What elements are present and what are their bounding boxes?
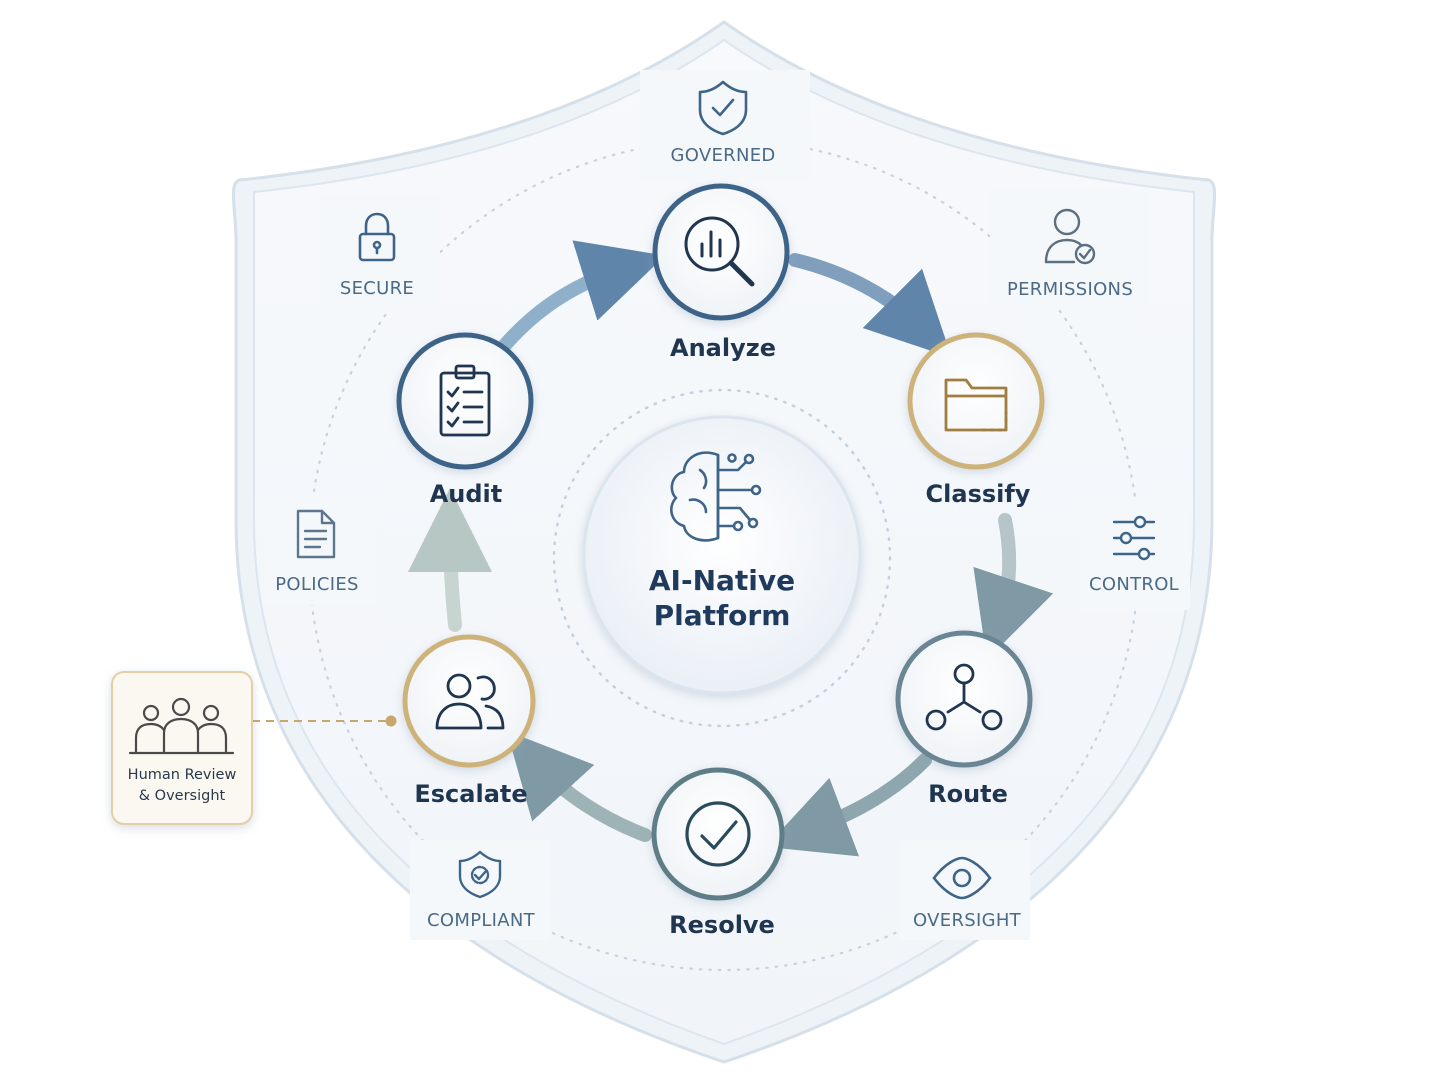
folder-icon — [944, 378, 1008, 432]
flow-arrows — [408, 240, 1054, 857]
group-people-icon — [128, 697, 235, 755]
step-node-route[interactable]: Route — [895, 630, 1033, 808]
perimeter-label-governed: GOVERNED — [670, 145, 775, 166]
human-review-box: Human Review & Oversight — [111, 671, 253, 825]
perimeter-permissions: PERMISSIONS — [1007, 208, 1133, 300]
shield-check-icon — [698, 80, 748, 136]
step-label-route: Route — [928, 780, 1008, 808]
perimeter-label-oversight: OVERSIGHT — [913, 910, 1022, 931]
check-circle-icon — [685, 801, 751, 867]
ai-brain-circuit-icon — [670, 451, 762, 542]
center-title-line2: Platform — [654, 599, 791, 632]
perimeter-label-compliant: COMPLIANT — [427, 910, 536, 931]
arrow-escalate-to-audit — [408, 488, 493, 632]
human-review-line2: & Oversight — [139, 788, 226, 804]
network-nodes-icon — [925, 663, 1003, 731]
step-label-analyze: Analyze — [670, 334, 776, 362]
perimeter-label-control: CONTROL — [1089, 574, 1179, 595]
document-icon — [296, 509, 336, 559]
human-review-line1: Human Review — [128, 767, 237, 783]
lock-icon — [358, 212, 396, 262]
perimeter-label-policies: POLICIES — [275, 574, 358, 595]
perimeter-secure: SECURE — [340, 212, 414, 299]
arrow-route-to-resolve — [765, 753, 932, 857]
magnifier-chart-icon — [684, 216, 755, 287]
center-platform: AI-Native Platform — [582, 415, 862, 695]
perimeter-governed: GOVERNED — [670, 80, 775, 166]
arrow-classify-to-route — [973, 513, 1054, 660]
step-node-analyze[interactable]: Analyze — [652, 183, 790, 362]
step-label-classify: Classify — [926, 480, 1031, 508]
step-label-audit: Audit — [430, 480, 503, 508]
people-icon — [435, 673, 505, 730]
connector-dot — [385, 715, 397, 727]
arrow-resolve-to-escalate — [506, 730, 652, 842]
clipboard-checklist-icon — [439, 364, 491, 437]
step-node-classify[interactable]: Classify — [907, 332, 1045, 508]
step-label-resolve: Resolve — [669, 911, 775, 939]
eye-icon — [932, 856, 992, 900]
step-node-resolve[interactable]: Resolve — [651, 767, 785, 939]
perimeter-control: CONTROL — [1089, 515, 1179, 595]
step-node-escalate[interactable]: Escalate — [402, 634, 536, 808]
perimeter-compliant: COMPLIANT — [427, 850, 536, 931]
center-title-line1: AI-Native — [649, 564, 795, 597]
user-check-icon — [1044, 208, 1096, 265]
perimeter-label-secure: SECURE — [340, 278, 414, 299]
perimeter-label-permissions: PERMISSIONS — [1007, 279, 1133, 300]
arrow-analyze-to-classify — [788, 253, 952, 358]
badge-check-icon — [458, 850, 502, 899]
step-label-escalate: Escalate — [414, 780, 527, 808]
sliders-icon — [1112, 515, 1156, 561]
inner-dotted-ring — [552, 388, 892, 728]
arrow-audit-to-analyze — [498, 240, 666, 352]
perimeter-policies: POLICIES — [275, 509, 358, 595]
perimeter-oversight: OVERSIGHT — [913, 856, 1022, 931]
step-node-audit[interactable]: Audit — [396, 332, 534, 508]
